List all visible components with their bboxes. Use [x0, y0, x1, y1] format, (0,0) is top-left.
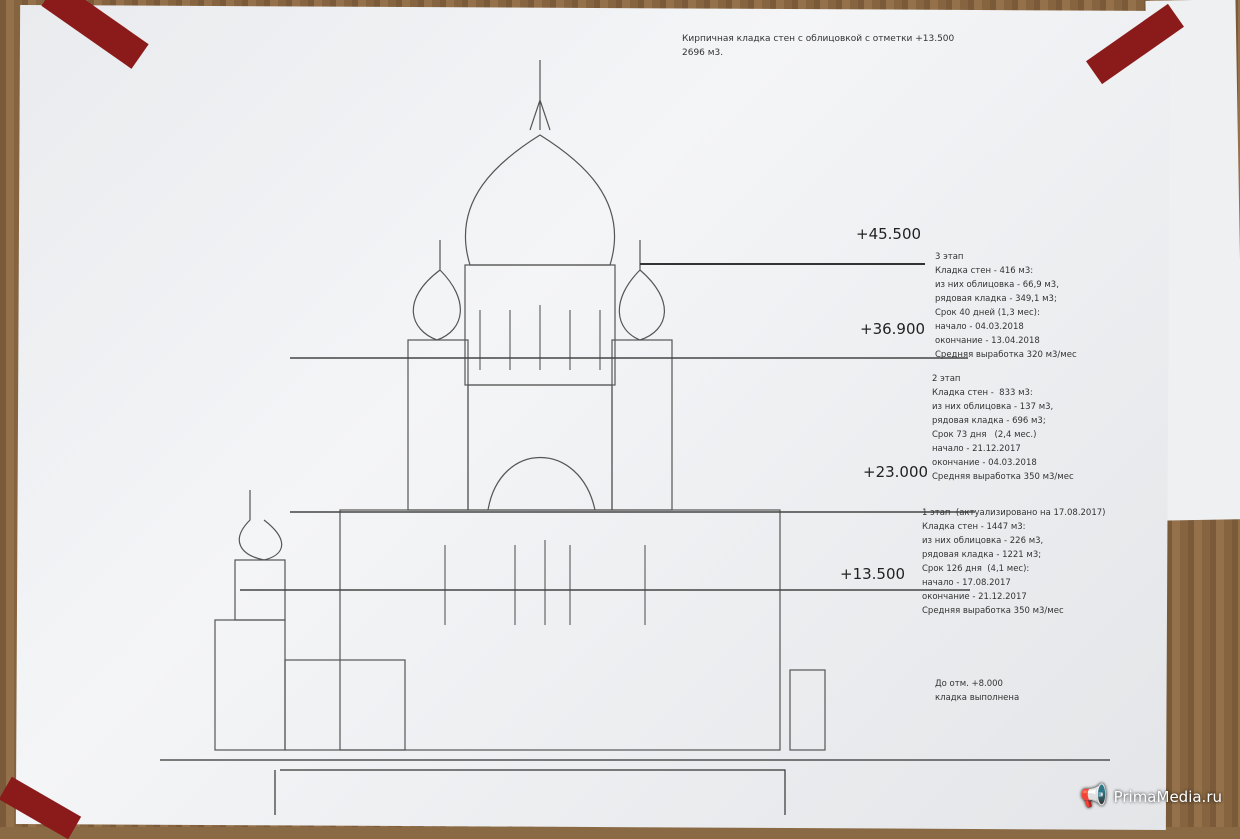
stage-line: из них облицовка - 66,9 м3, — [935, 280, 1059, 290]
stage-line: Кладка стен - 833 м3: — [932, 388, 1033, 398]
note-line: кладка выполнена — [935, 693, 1019, 703]
stage-line: окончание - 21.12.2017 — [922, 592, 1027, 602]
note-line: 2696 м3. — [682, 48, 723, 58]
stage-line: начало - 04.03.2018 — [935, 322, 1024, 332]
completed-note: До отм. +8.000 кладка выполнена — [935, 677, 1019, 705]
note-line: До отм. +8.000 — [935, 679, 1003, 689]
stage-line: рядовая кладка - 349,1 м3; — [935, 294, 1057, 304]
stage-line: Срок 40 дней (1,3 мес): — [935, 308, 1040, 318]
stage-line: Средняя выработка 350 м3/мес — [922, 606, 1064, 616]
stage-line: окончание - 04.03.2018 — [932, 458, 1037, 468]
stage-line: окончание - 13.04.2018 — [935, 336, 1040, 346]
watermark-text: PrimaMedia.ru — [1114, 788, 1222, 806]
stage-line: Средняя выработка 350 м3/мес — [932, 472, 1074, 482]
stage-line: Средняя выработка 320 м3/мес — [935, 350, 1077, 360]
note-line: Кирпичная кладка стен с облицовкой с отм… — [682, 34, 954, 44]
level-13500: +13.500 — [840, 565, 905, 583]
level-36900: +36.900 — [860, 320, 925, 338]
stage-line: Срок 126 дня (4,1 мес): — [922, 564, 1029, 574]
stage-line: Кладка стен - 1447 м3: — [922, 522, 1026, 532]
stage-line: начало - 17.08.2017 — [922, 578, 1011, 588]
stage-line: 1 этап (актуализировано на 17.08.2017) — [922, 508, 1105, 518]
header-note: Кирпичная кладка стен с облицовкой с отм… — [682, 32, 954, 60]
stage-line: 3 этап — [935, 252, 964, 262]
level-line — [640, 263, 925, 265]
stage-line: 2 этап — [932, 374, 961, 384]
level-45500: +45.500 — [856, 225, 921, 243]
megaphone-icon: 📢 — [1080, 784, 1107, 809]
stage-line: Срок 73 дня (2,4 мес.) — [932, 430, 1036, 440]
level-23000: +23.000 — [863, 463, 928, 481]
stage-1-notes: 1 этап (актуализировано на 17.08.2017) Кл… — [922, 506, 1105, 618]
stage-line: рядовая кладка - 696 м3; — [932, 416, 1046, 426]
stage-line: из них облицовка - 137 м3, — [932, 402, 1053, 412]
stage-line: из них облицовка - 226 м3, — [922, 536, 1043, 546]
stage-line: начало - 21.12.2017 — [932, 444, 1021, 454]
watermark: 📢 PrimaMedia.ru — [1080, 784, 1222, 809]
stage-line: Кладка стен - 416 м3: — [935, 266, 1033, 276]
stage-line: рядовая кладка - 1221 м3; — [922, 550, 1041, 560]
